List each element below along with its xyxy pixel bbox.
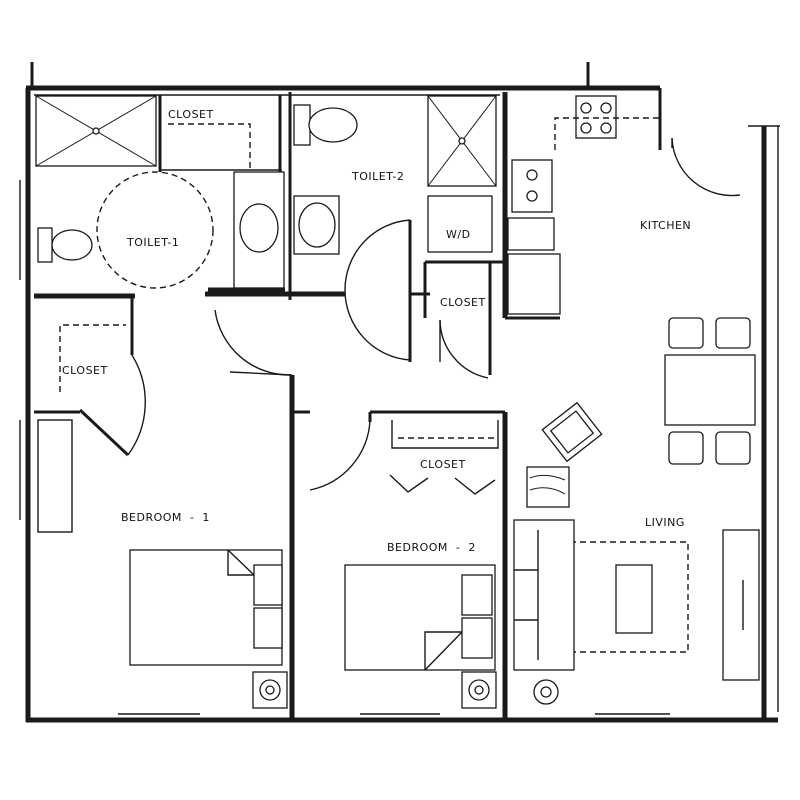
label-closet-bedroom-2: CLOSET bbox=[420, 458, 466, 471]
label-closet-mid: CLOSET bbox=[440, 296, 486, 309]
doors bbox=[78, 137, 741, 495]
label-bedroom-2: BEDROOM - 2 bbox=[387, 541, 476, 554]
label-wd: W/D bbox=[446, 228, 471, 241]
toilet-2-fixtures bbox=[293, 95, 497, 255]
closet-lines bbox=[37, 123, 499, 533]
label-living: LIVING bbox=[645, 516, 685, 529]
kitchen-fixtures bbox=[507, 95, 660, 315]
label-bedroom-1: BEDROOM - 1 bbox=[121, 511, 210, 524]
toilet-1-fixtures bbox=[35, 95, 285, 293]
label-closet-left: CLOSET bbox=[62, 364, 108, 377]
dining-set bbox=[664, 317, 756, 465]
interior-walls bbox=[34, 88, 662, 720]
label-toilet-2: TOILET-2 bbox=[351, 170, 404, 183]
label-closet-top: CLOSET bbox=[168, 108, 214, 121]
living-furniture bbox=[513, 401, 760, 705]
outer-walls bbox=[19, 62, 780, 723]
label-toilet-1: TOILET-1 bbox=[126, 236, 179, 249]
bedroom-1-furniture bbox=[129, 549, 288, 709]
label-kitchen: KITCHEN bbox=[640, 219, 691, 232]
bedroom-2-furniture bbox=[344, 564, 497, 709]
